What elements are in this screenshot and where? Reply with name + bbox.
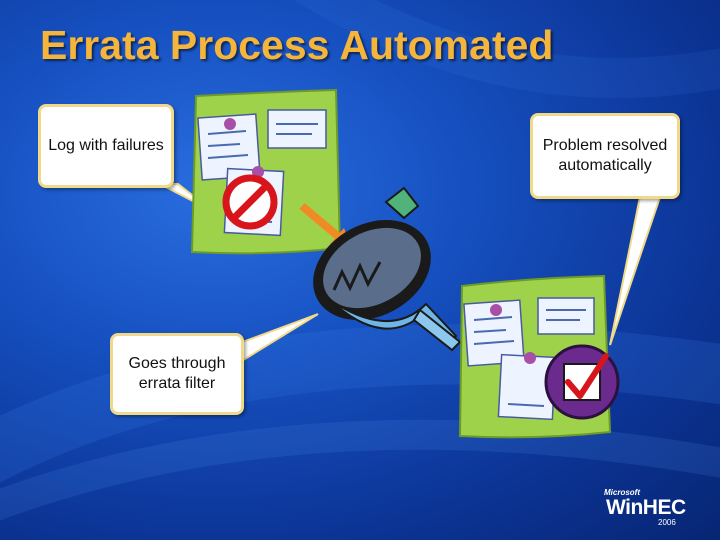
callout-log-with-failures: Log with failures <box>38 104 174 188</box>
prohibited-icon <box>222 174 278 230</box>
winhec-logo: Microsoft WinHEC 2006 <box>596 488 696 528</box>
logo-brand-main: WinHEC <box>606 496 686 519</box>
checkmark-icon <box>544 344 620 420</box>
callout-goes-through-filter: Goes through errata filter <box>110 333 244 415</box>
logo-year: 2006 <box>658 518 676 527</box>
failure-log-notes-icon <box>190 88 342 255</box>
callout-problem-resolved: Problem resolved automatically <box>530 113 680 199</box>
funnel-icon <box>313 186 462 352</box>
slide-title: Errata Process Automated <box>40 22 554 68</box>
callout-tail-goes <box>239 313 319 364</box>
logo-brand-small: Microsoft <box>604 488 640 497</box>
callout-tail-problem <box>609 196 662 346</box>
